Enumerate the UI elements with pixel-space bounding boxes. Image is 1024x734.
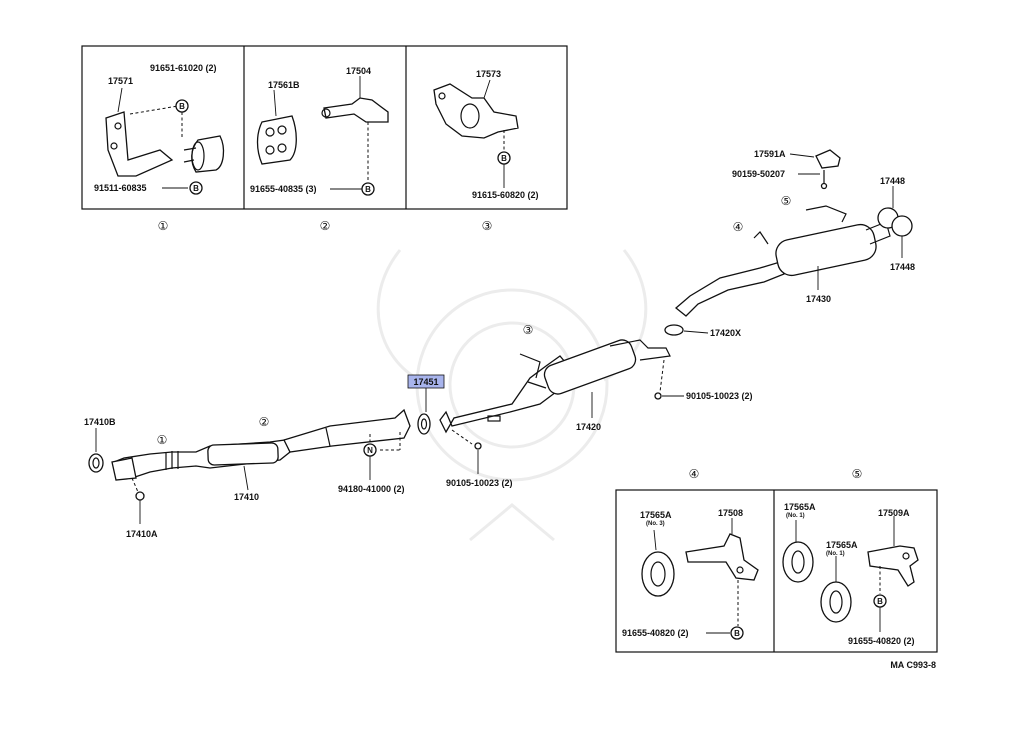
- part-label: 91655-40835 (3): [250, 184, 317, 194]
- bubble-b-text: B: [365, 185, 371, 194]
- inset-number: ①: [158, 219, 169, 233]
- part-label-17448-b: 17448: [890, 262, 915, 272]
- part-label-note: (No. 1): [786, 513, 805, 519]
- bubble-b: [175, 99, 189, 113]
- inset-frames-bottom: [615, 489, 938, 653]
- inset-1: B B 17571 91651-61020 (2) 91511-60835 ①: [94, 63, 225, 233]
- part-label: 17509A: [878, 508, 910, 518]
- bubble-b: [189, 181, 203, 195]
- part-label-90105-a: 90105-10023 (2): [446, 478, 513, 488]
- bubble-b-text: B: [734, 629, 740, 638]
- part-label-17430: 17430: [806, 294, 831, 304]
- part-label-90105-b: 90105-10023 (2): [686, 391, 753, 401]
- callout-4: ④: [733, 220, 744, 234]
- bubble-b-text: B: [877, 597, 883, 606]
- part-label-17420: 17420: [576, 422, 601, 432]
- rubber-mount-17565a-no1-b[interactable]: [820, 581, 852, 623]
- rubber-mount-17565a-no1-a[interactable]: [782, 541, 814, 583]
- figure-code: MA C993-8: [890, 660, 936, 670]
- inset-number: ③: [482, 219, 493, 233]
- part-label: 17508: [718, 508, 743, 518]
- part-label: 17571: [108, 76, 133, 86]
- part-label: 17561B: [268, 80, 300, 90]
- part-label-94180: 94180-41000 (2): [338, 484, 405, 494]
- bubble-b-text: B: [193, 184, 199, 193]
- gasket-17451[interactable]: [417, 413, 431, 435]
- part-label-17448-a: 17448: [880, 176, 905, 186]
- damper-17591a[interactable]: [815, 149, 841, 169]
- intermediate-pipe[interactable]: [283, 408, 411, 453]
- rubber-mount-17561b[interactable]: [256, 115, 297, 165]
- inset-frames-top: [81, 45, 568, 210]
- hanger-17573[interactable]: [433, 83, 519, 139]
- rubber-mount-1[interactable]: [191, 135, 225, 173]
- inset-number: ⑤: [852, 467, 863, 481]
- part-label-17591a: 17591A: [754, 149, 786, 159]
- part-label: 17565A: [640, 510, 672, 520]
- support-bracket-17504[interactable]: [323, 97, 389, 123]
- inset-5: B 17565A (No. 1) 17565A (No. 1) 17509A 9…: [782, 467, 919, 646]
- inset-2: B 17561B 17504 91655-40835 (3) ②: [250, 66, 389, 233]
- part-label: 17573: [476, 69, 501, 79]
- part-label-17410a: 17410A: [126, 529, 158, 539]
- hanger-bracket-17571[interactable]: [105, 111, 174, 177]
- tail-pipe-17430[interactable]: [674, 261, 785, 317]
- part-label-note: (No. 3): [646, 521, 665, 527]
- bubble-n-text: N: [367, 446, 373, 455]
- inset-number: ④: [689, 467, 700, 481]
- callout-5: ⑤: [781, 194, 792, 208]
- part-label: 91615-60820 (2): [472, 190, 539, 200]
- part-label: 17565A: [784, 502, 816, 512]
- gasket-17420x[interactable]: [664, 324, 684, 336]
- bracket-17508[interactable]: [685, 533, 759, 581]
- bubble-b-text: B: [179, 102, 185, 111]
- part-label-17451: 17451: [413, 377, 438, 387]
- bracket-17509a[interactable]: [867, 545, 919, 587]
- gasket-17410b[interactable]: [88, 453, 104, 473]
- exhaust-tip-17448-lower[interactable]: [891, 215, 913, 237]
- part-label-17420x: 17420X: [710, 328, 741, 338]
- part-label: 17565A: [826, 540, 858, 550]
- part-label-90159: 90159-50207: [732, 169, 785, 179]
- inset-4: B 17565A (No. 3) 17508 91655-40820 (2) ④: [622, 467, 759, 640]
- inset-number: ②: [320, 219, 331, 233]
- watermark-emblem: [376, 249, 648, 542]
- callout-3: ③: [523, 323, 534, 337]
- part-label: 91651-61020 (2): [150, 63, 217, 73]
- part-label-17410b: 17410B: [84, 417, 116, 427]
- main-assembly: 17410B 17410 17410A N 94180-41000 (2) 17…: [84, 149, 915, 539]
- inset-3: B 17573 91615-60820 (2) ③: [433, 69, 539, 233]
- part-label: 91655-40820 (2): [848, 636, 915, 646]
- bubble-b-text: B: [501, 154, 507, 163]
- part-label-17410: 17410: [234, 492, 259, 502]
- part-label-note: (No. 1): [826, 551, 845, 557]
- bubble-b: [730, 626, 744, 640]
- part-label: 17504: [346, 66, 371, 76]
- bubble-b: [361, 182, 375, 196]
- callout-1: ①: [157, 433, 168, 447]
- callout-2: ②: [259, 415, 270, 429]
- part-label: 91655-40820 (2): [622, 628, 689, 638]
- part-label: 91511-60835: [94, 183, 147, 193]
- rubber-mount-17565a-no3[interactable]: [641, 551, 675, 597]
